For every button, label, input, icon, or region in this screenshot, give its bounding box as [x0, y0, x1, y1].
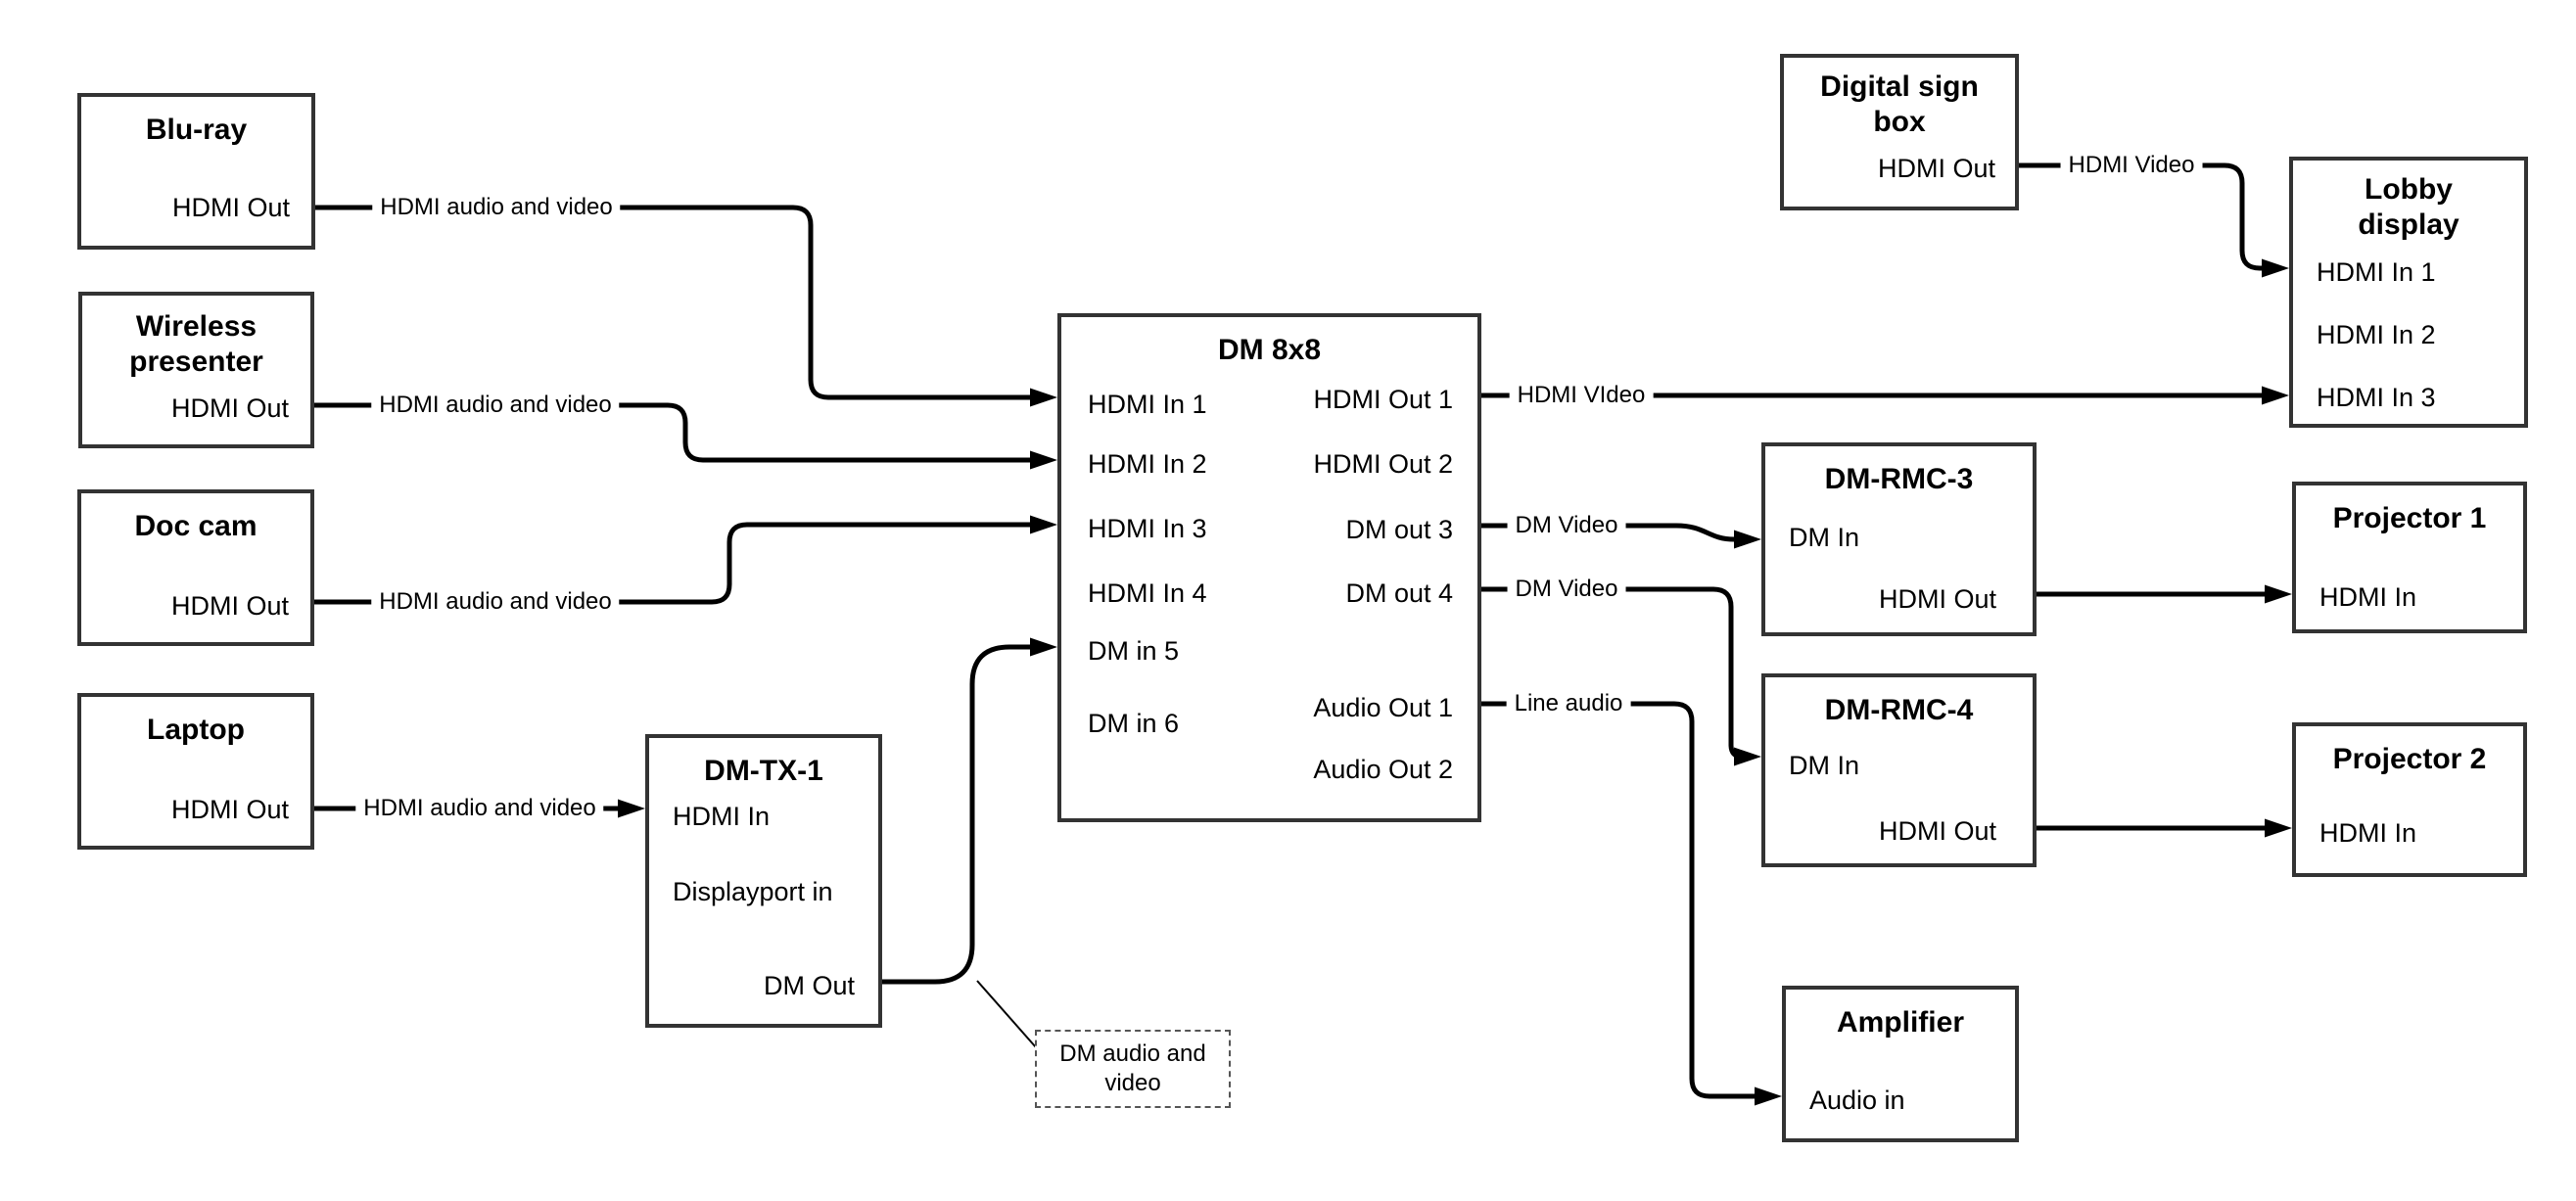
device-title: Amplifier: [1836, 1006, 1964, 1039]
arrow-into-hdmi-in1: [1030, 388, 1057, 407]
wire-label-hdmi-av-wireless: HDMI audio and video: [371, 390, 620, 421]
wire-out3-to-dmrmc3: [1481, 523, 1735, 542]
arrow-into-hdmi-in3: [1030, 515, 1057, 534]
device-title: Projector 2: [2332, 743, 2487, 775]
port-audio-out-2: Audio Out 2: [1313, 755, 1453, 784]
wire-label-line-audio: Line audio: [1506, 688, 1631, 719]
port-hdmi-out: HDMI Out: [1878, 816, 1996, 846]
wire-doccam-to-hdmi-in3: [314, 522, 1030, 605]
note-dm-audio-and-video: DM audio and video: [1035, 1030, 1231, 1108]
wire-label-dm-video-out3: DM Video: [1507, 510, 1626, 541]
port-hdmi-out: HDMI Out: [171, 193, 290, 222]
device-digital-sign-box: Digital sign box HDMI Out: [1780, 54, 2019, 210]
port-hdmi-in-2: HDMI In 2: [2317, 320, 2436, 349]
port-dm-out-3: DM out 3: [1345, 515, 1453, 544]
device-dm-tx-1: DM-TX-1 HDMI In Displayport in DM Out: [645, 734, 882, 1028]
arrow-into-amplifier: [1755, 1086, 1782, 1106]
wire-label-dm-video-out4: DM Video: [1507, 574, 1626, 605]
device-projector-1: Projector 1 HDMI In: [2292, 482, 2527, 633]
arrow-into-dm-in5: [1030, 637, 1057, 657]
note-leader-line: [976, 980, 1037, 1048]
device-projector-2: Projector 2 HDMI In: [2292, 722, 2527, 877]
port-dm-out: DM Out: [763, 971, 855, 1000]
port-audio-out-1: Audio Out 1: [1313, 693, 1453, 722]
port-hdmi-in-3: HDMI In 3: [2317, 383, 2436, 412]
wire-label-hdmi-video-sign: HDMI Video: [2060, 150, 2203, 181]
port-hdmi-out-2: HDMI Out 2: [1313, 449, 1453, 479]
device-title: Projector 1: [2332, 502, 2487, 534]
wire-label-hdmi-av-bluray: HDMI audio and video: [372, 192, 621, 223]
wire-bluray-to-hdmi-in1: [315, 205, 1030, 400]
port-hdmi-in-3: HDMI In 3: [1088, 514, 1207, 543]
port-hdmi-out: HDMI Out: [170, 393, 289, 423]
port-dm-in-5: DM in 5: [1088, 636, 1180, 666]
device-laptop: Laptop HDMI Out: [77, 693, 314, 850]
device-dm-8x8: DM 8x8 HDMI In 1 HDMI In 2 HDMI In 3 HDM…: [1057, 313, 1481, 822]
wire-audio1-to-amplifier: [1481, 701, 1755, 1099]
device-title: DM-RMC-4: [1824, 694, 1974, 726]
device-title: Lobby display: [2358, 173, 2459, 241]
device-doc-cam: Doc cam HDMI Out: [77, 489, 314, 646]
port-dm-in: DM In: [1789, 751, 1860, 780]
port-hdmi-out: HDMI Out: [1877, 154, 1995, 183]
arrow-into-dmtx1: [618, 799, 645, 818]
arrow-into-proj1: [2265, 584, 2292, 604]
device-title: Wireless presenter: [129, 310, 263, 378]
device-dm-rmc-4: DM-RMC-4 DM In HDMI Out: [1761, 673, 2037, 867]
wire-label-hdmi-av-doccam: HDMI audio and video: [371, 586, 620, 618]
wire-out4-to-dmrmc4: [1481, 586, 1743, 760]
port-hdmi-out-1: HDMI Out 1: [1313, 385, 1453, 414]
arrow-into-dmrmc3: [1734, 530, 1761, 549]
arrow-into-lobby-in1: [2262, 258, 2289, 278]
port-displayport-in: Displayport in: [673, 877, 833, 906]
port-hdmi-in-1: HDMI In 1: [2317, 257, 2436, 287]
wire-label-hdmi-video-out1: HDMI VIdeo: [1509, 380, 1654, 411]
wire-dmtx1-to-dm-in5: [882, 644, 1030, 985]
device-title: DM-TX-1: [704, 755, 823, 787]
arrow-into-proj2: [2265, 818, 2292, 838]
device-title: Digital sign box: [1820, 70, 1979, 138]
arrowheads: [618, 258, 2292, 1106]
arrow-into-dmrmc4: [1734, 747, 1761, 766]
wire-signbox-to-lobby-in1: [2019, 162, 2262, 271]
device-title: Laptop: [147, 714, 245, 746]
arrow-into-lobby-in3: [2262, 386, 2289, 405]
device-title: DM-RMC-3: [1824, 463, 1974, 495]
port-hdmi-in: HDMI In: [2319, 818, 2417, 848]
device-dm-rmc-3: DM-RMC-3 DM In HDMI Out: [1761, 442, 2037, 636]
port-dm-in: DM In: [1789, 523, 1860, 552]
device-title: Blu-ray: [145, 114, 248, 146]
wire-wireless-to-hdmi-in2: [314, 402, 1030, 463]
device-bluray: Blu-ray HDMI Out: [77, 93, 315, 250]
device-amplifier: Amplifier Audio in: [1782, 986, 2019, 1142]
port-dm-in-6: DM in 6: [1088, 709, 1180, 738]
device-title: Doc cam: [134, 510, 258, 542]
port-hdmi-in-4: HDMI In 4: [1088, 578, 1207, 608]
port-hdmi-in: HDMI In: [2319, 582, 2417, 612]
port-hdmi-out: HDMI Out: [170, 591, 289, 621]
port-hdmi-in-2: HDMI In 2: [1088, 449, 1207, 479]
wire-label-hdmi-av-laptop: HDMI audio and video: [355, 793, 604, 824]
port-dm-out-4: DM out 4: [1345, 578, 1453, 608]
port-audio-in: Audio in: [1809, 1086, 1905, 1115]
arrow-into-hdmi-in2: [1030, 450, 1057, 470]
device-wireless-presenter: Wireless presenter HDMI Out: [78, 292, 314, 448]
port-hdmi-in-1: HDMI In 1: [1088, 390, 1207, 419]
port-hdmi-out: HDMI Out: [1878, 584, 1996, 614]
port-hdmi-in: HDMI In: [673, 802, 771, 831]
device-lobby-display: Lobby display HDMI In 1 HDMI In 2 HDMI I…: [2289, 157, 2528, 428]
port-hdmi-out: HDMI Out: [170, 795, 289, 824]
device-title: DM 8x8: [1217, 334, 1322, 366]
